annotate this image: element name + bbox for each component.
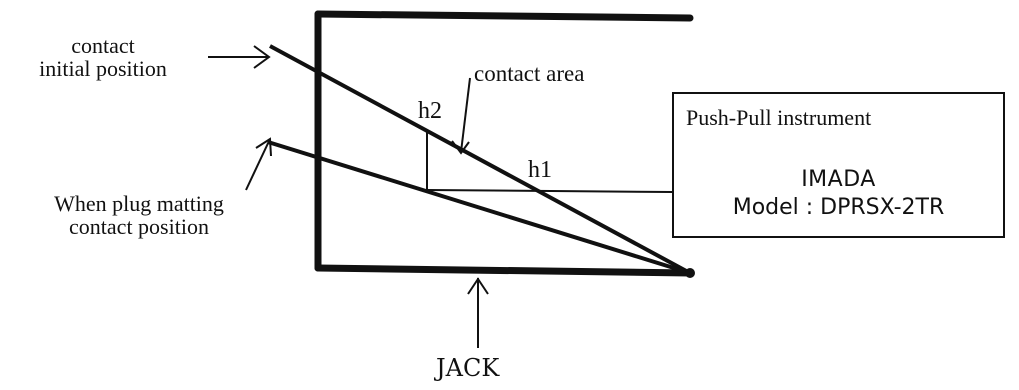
- plug-matting-line2: contact position: [69, 214, 209, 240]
- plug-matting-contact-label: When plug matting contact position: [8, 192, 270, 238]
- h1-horizontal-line: [426, 189, 673, 193]
- push-pull-instrument-box: Push-Pull instrument IMADA Model : DPRSX…: [672, 92, 1005, 238]
- h1-label: h1: [528, 157, 552, 183]
- jack-bottom-wall: [314, 264, 694, 277]
- contact-initial-line: [269, 44, 691, 275]
- contact-initial-position-label: contact initial position: [8, 34, 198, 80]
- jack-label: JACK: [436, 354, 500, 382]
- plug-matting-line1: When plug matting: [54, 191, 224, 216]
- pivot-point: [685, 268, 695, 278]
- contact-initial-arrow: [208, 45, 271, 69]
- contact-matting-line: [267, 140, 691, 275]
- jack-top-wall: [314, 10, 694, 22]
- contact-initial-line1: contact: [71, 33, 135, 58]
- plug-matting-arrow: [245, 137, 272, 191]
- instrument-title: Push-Pull instrument: [686, 105, 872, 130]
- contact-initial-line2: initial position: [39, 56, 167, 82]
- contact-area-label: contact area: [474, 61, 585, 86]
- instrument-model: Model : DPRSX-2TR: [732, 195, 945, 220]
- h2-label: h2: [418, 98, 442, 124]
- instrument-brand: IMADA: [801, 167, 876, 192]
- jack-arrow: [467, 277, 489, 348]
- contact-area-arrow: [451, 77, 471, 155]
